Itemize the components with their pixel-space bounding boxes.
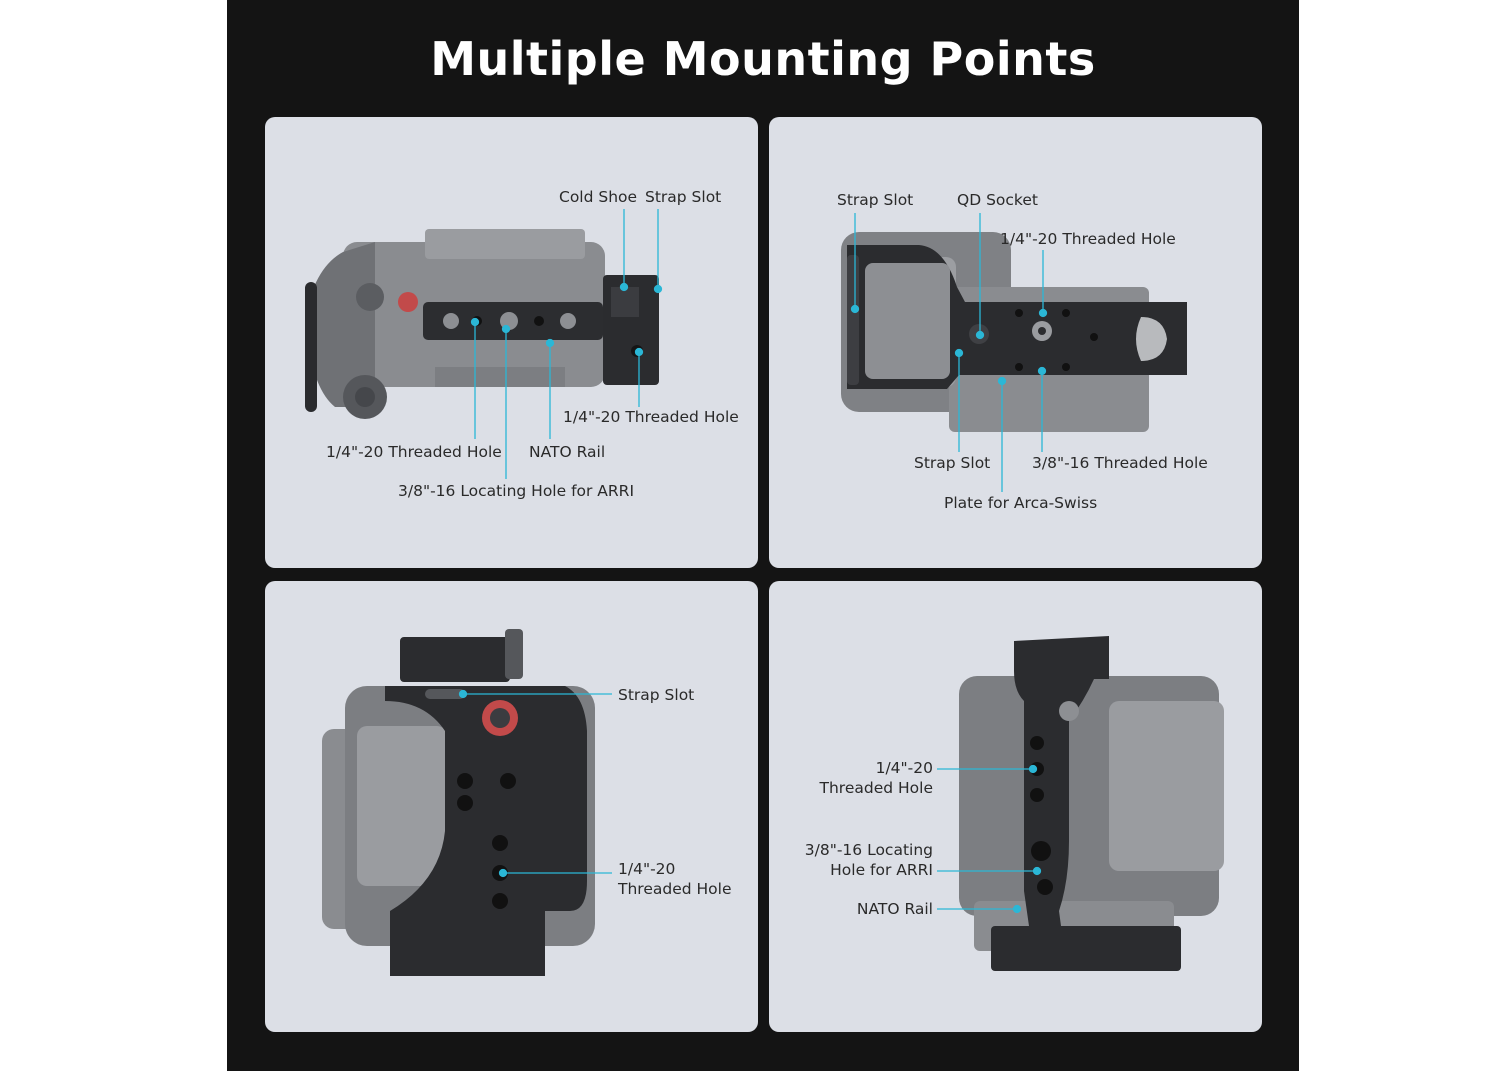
label-qd-socket: QD Socket xyxy=(957,191,1038,209)
page-title: Multiple Mounting Points xyxy=(430,32,1096,86)
label-strap-slot-top: Strap Slot xyxy=(837,191,914,209)
label-locating-line1: 3/8"-16 Locating xyxy=(804,841,933,859)
label-strap-slot: Strap Slot xyxy=(618,686,695,704)
poster: Multiple Mounting Points xyxy=(227,0,1299,1071)
label-threaded-hole-38: 3/8"-16 Threaded Hole xyxy=(1032,454,1208,472)
label-strap-slot-bottom: Strap Slot xyxy=(914,454,991,472)
label-nato-rail: NATO Rail xyxy=(529,443,606,461)
label-threaded-hole: 1/4"-20 Threaded Hole xyxy=(1000,230,1176,248)
label-nato-rail: NATO Rail xyxy=(856,900,933,918)
label-arca-plate: Plate for Arca-Swiss xyxy=(944,494,1098,512)
label-threaded-hole-right: 1/4"-20 Threaded Hole xyxy=(563,408,739,426)
camera-rear-side-illustration xyxy=(937,636,1224,971)
label-threaded-hole-line1: 1/4"-20 xyxy=(618,860,676,878)
label-locating-line2: Hole for ARRI xyxy=(830,861,933,879)
camera-grip-side-illustration xyxy=(322,629,612,976)
label-threaded-hole-line2: Threaded Hole xyxy=(618,880,732,898)
panel-rear-side-view: 1/4"-20 Threaded Hole 3/8"-16 Locating H… xyxy=(769,581,1262,1032)
label-threaded-hole-line1: 1/4"-20 xyxy=(875,759,933,777)
label-cold-shoe: Cold Shoe xyxy=(559,188,638,206)
panel-top-view: Cold Shoe Strap Slot 1/4"-20 Threaded Ho… xyxy=(265,117,758,568)
camera-top-view-illustration xyxy=(305,209,663,479)
label-locating-hole: 3/8"-16 Locating Hole for ARRI xyxy=(398,482,635,500)
panel-bottom-view: Strap Slot QD Socket 1/4"-20 Threaded Ho… xyxy=(769,117,1262,568)
label-strap-slot: Strap Slot xyxy=(645,188,722,206)
camera-bottom-view-illustration xyxy=(841,213,1187,492)
label-threaded-hole-line2: Threaded Hole xyxy=(819,779,933,797)
label-threaded-hole-left: 1/4"-20 Threaded Hole xyxy=(326,443,502,461)
panel-grip-side-view: Strap Slot 1/4"-20 Threaded Hole xyxy=(265,581,758,1032)
